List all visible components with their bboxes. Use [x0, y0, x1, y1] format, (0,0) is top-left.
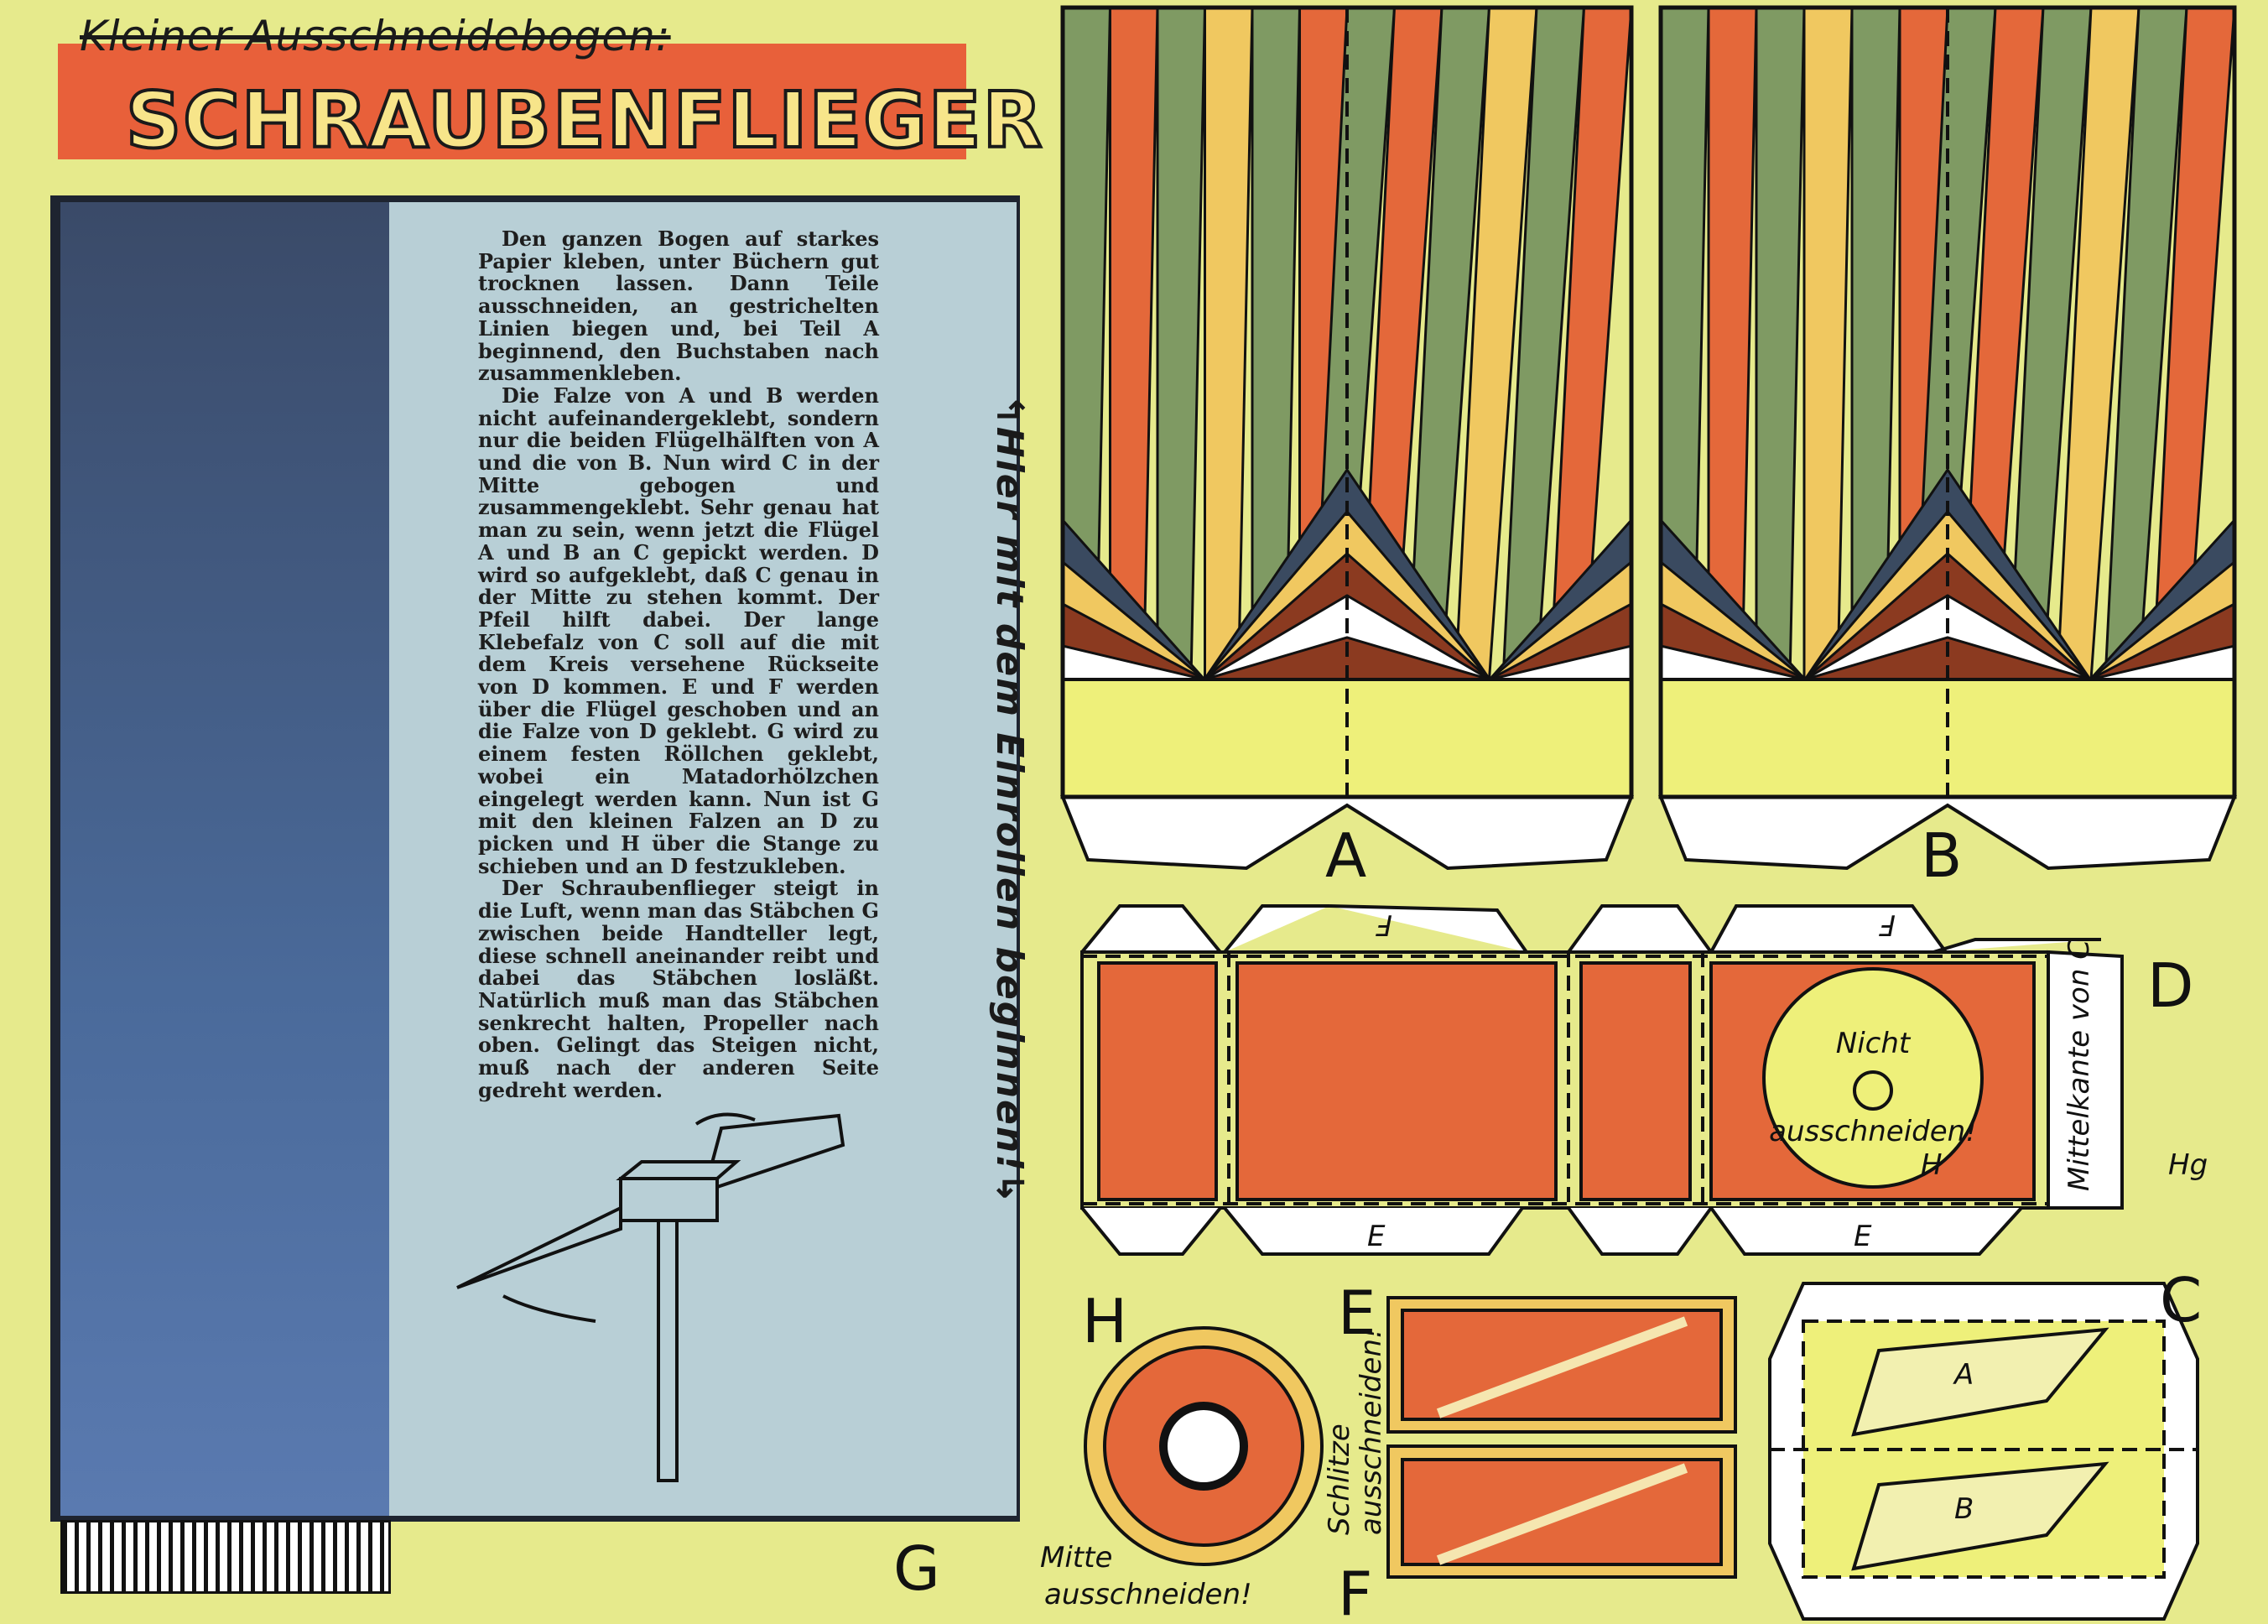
d-tab-f-left: F [1376, 908, 1392, 941]
d-tab-f-right: F [1879, 908, 1896, 941]
instructions-paragraph: Der Schraubenflieger steigt in die Luft,… [478, 876, 879, 1102]
d-h-mark: H [1921, 1148, 1943, 1182]
wing-outline [1658, 5, 2237, 799]
wing-stripe [1204, 6, 1254, 681]
propeller-illustration [456, 1112, 845, 1482]
signature: Hg [2168, 1148, 2208, 1182]
part-f [1386, 1444, 1737, 1579]
part-e-label: E [1338, 1278, 1376, 1348]
d-circle-text-1: Nicht [1836, 1027, 1912, 1060]
wing-stripe [1156, 6, 1207, 681]
part-g-light-area [389, 202, 1017, 1516]
c-inner-b: B [1954, 1492, 1974, 1526]
part-d [1080, 904, 2124, 1256]
instructions-paragraph: Den ganzen Bogen auf starkes Papier kleb… [478, 226, 879, 386]
part-e [1386, 1296, 1737, 1434]
part-g-dark-strip [60, 202, 389, 1516]
wing-stripe [1802, 6, 1854, 681]
subtitle: Kleiner Ausschneidebogen: [80, 12, 671, 60]
instructions-text: Den ganzen Bogen auf starkes Papier kleb… [478, 226, 879, 1102]
d-tab-e-left: E [1367, 1220, 1386, 1253]
wing-stripe [1755, 6, 1806, 681]
part-a [1060, 5, 1634, 871]
ef-note-1: Schlitze [1323, 1424, 1356, 1535]
c-inner-a: A [1953, 1358, 1974, 1392]
part-f-label: F [1338, 1559, 1372, 1624]
roll-hint: ↰Hier mit dem Einrollen beginnen!↳ [988, 394, 1031, 1206]
wing-stripe [1707, 6, 1758, 681]
instructions-paragraph: Die Falze von A und B werden nicht aufei… [478, 383, 879, 878]
wing-stripe [1109, 6, 1159, 681]
part-b-label: B [1921, 820, 1962, 891]
wing-outline [1060, 5, 1634, 799]
wing-tab [1658, 795, 2237, 871]
h-note-1: Mitte [1040, 1541, 1112, 1575]
part-h [1084, 1326, 1324, 1566]
d-side-text: Mittelkante von C [2063, 940, 2096, 1191]
part-a-label: A [1325, 820, 1366, 891]
title-banner [58, 44, 966, 159]
ef-note-2: ausschneiden! [1355, 1327, 1388, 1535]
part-d-label: D [2147, 950, 2193, 1021]
d-tab-e-right: E [1854, 1220, 1872, 1253]
part-h-label: H [1082, 1286, 1127, 1356]
part-c [1768, 1282, 2199, 1621]
h-note-2: ausschneiden! [1044, 1578, 1252, 1611]
d-circle-text-2: ausschneiden! [1769, 1115, 1977, 1148]
wing-tab [1060, 795, 1634, 871]
page-title: SCHRAUBENFLIEGER [124, 74, 1044, 167]
part-g-striped-tab [60, 1520, 391, 1594]
part-b [1658, 5, 2237, 871]
part-c-label: C [2160, 1265, 2202, 1335]
part-g-label: G [893, 1533, 940, 1604]
